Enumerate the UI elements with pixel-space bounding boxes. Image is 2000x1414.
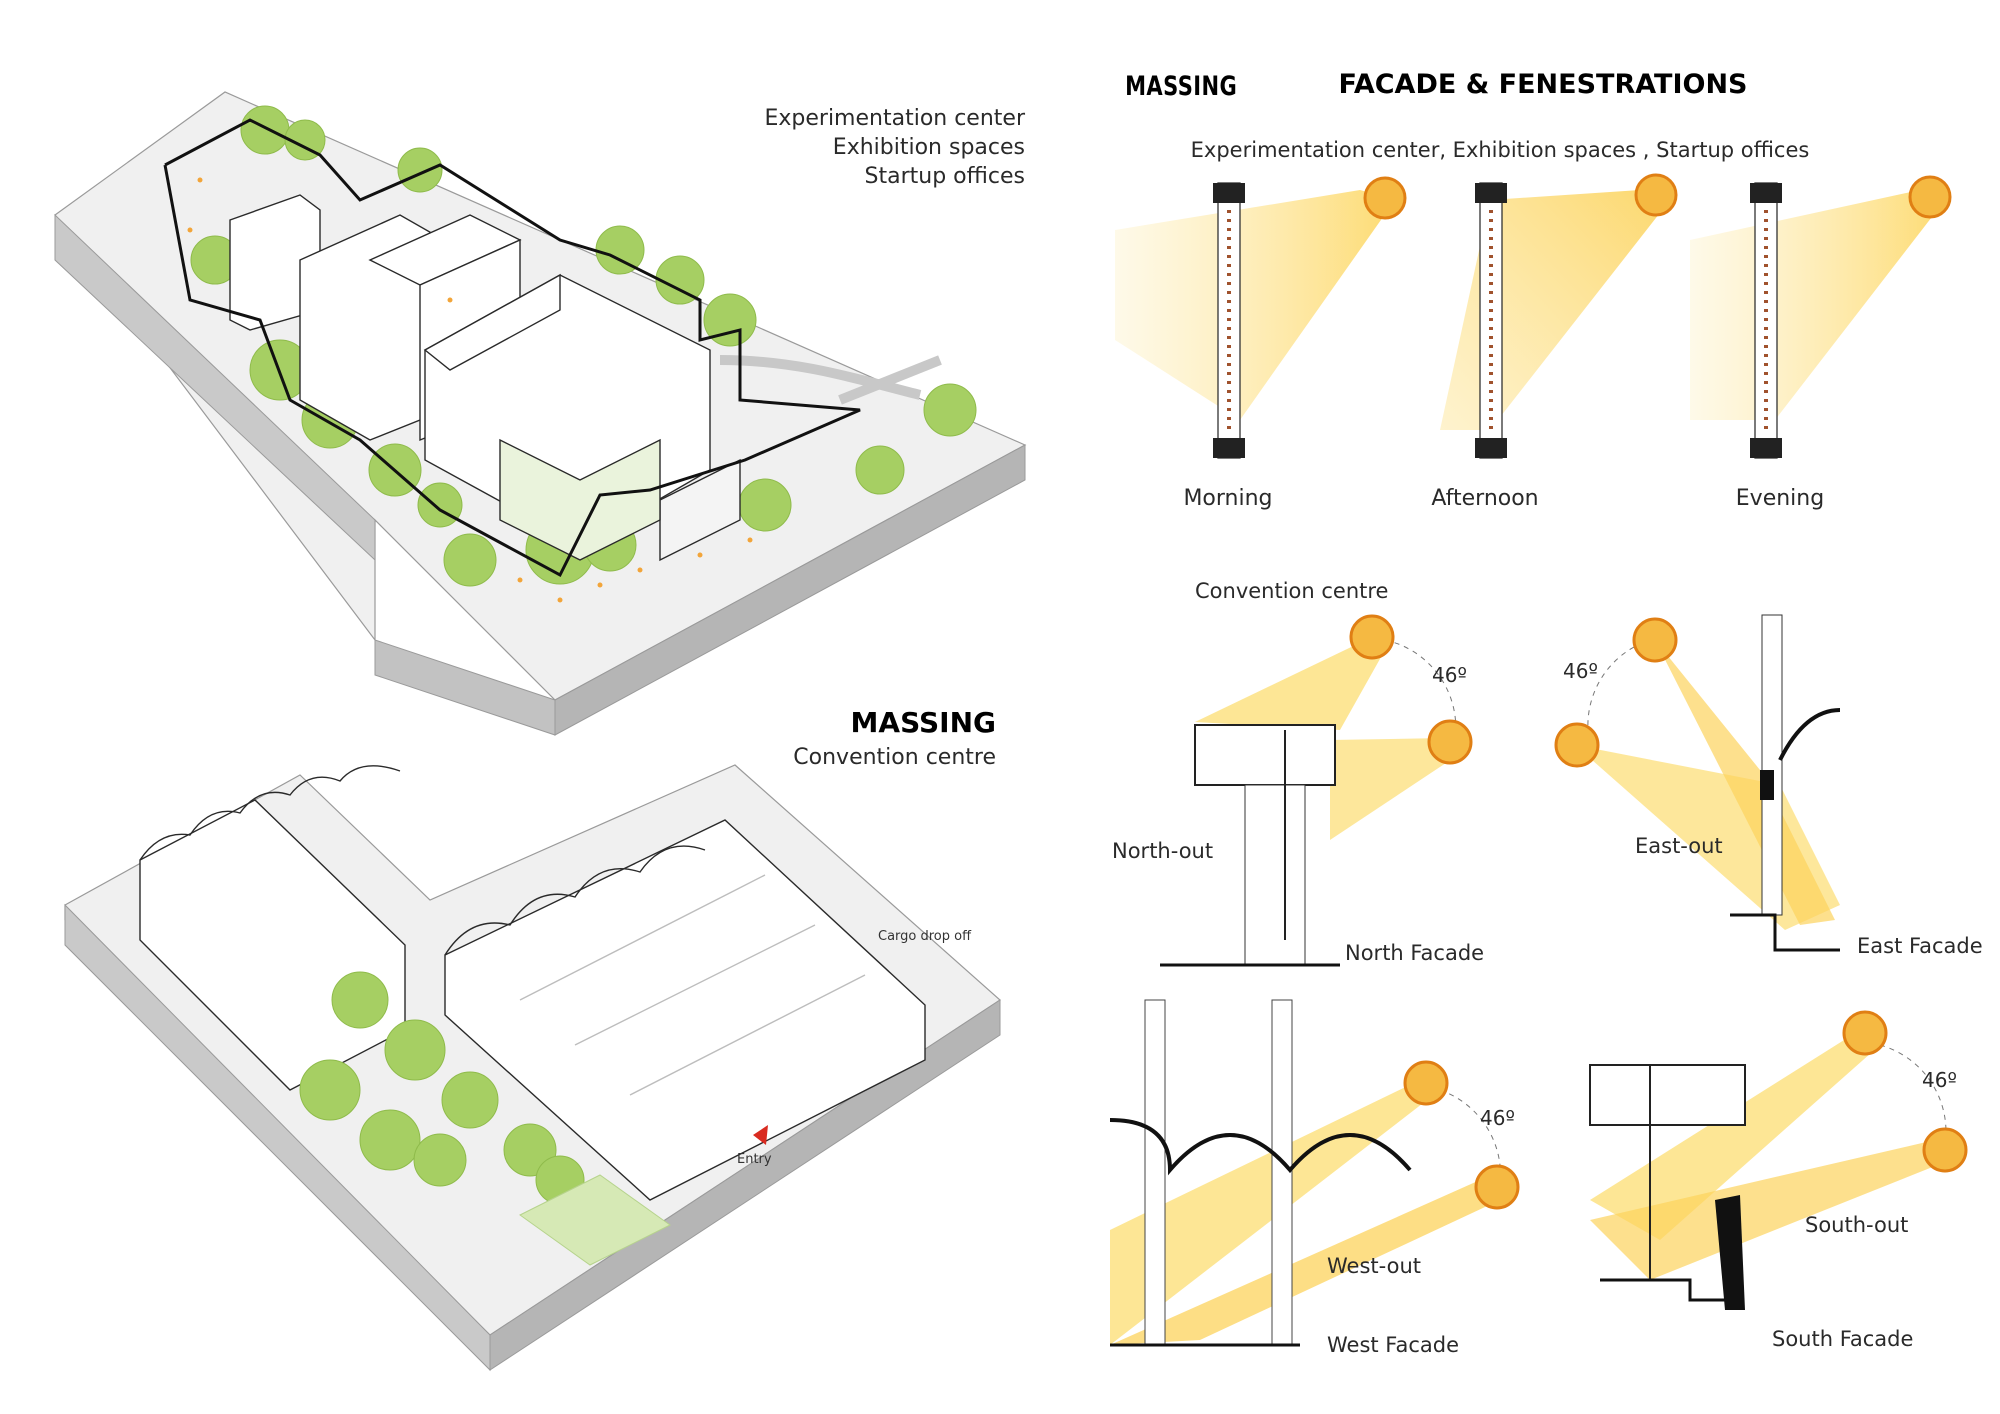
massing-top-line-3: Startup offices bbox=[865, 164, 1025, 189]
south-out-label: South-out bbox=[1805, 1213, 1908, 1237]
massing-axonometric-innovation bbox=[54, 91, 1027, 736]
cargo-drop-off-label: Cargo drop off bbox=[878, 929, 972, 944]
south-facade-label: South Facade bbox=[1772, 1327, 1913, 1351]
massing-top-line-1: Experimentation center bbox=[764, 106, 1025, 131]
facade-heading: FACADE & FENESTRATIONS bbox=[1339, 69, 1748, 100]
massing-bottom-heading: MASSING bbox=[851, 706, 996, 739]
north-out-label: North-out bbox=[1112, 839, 1213, 863]
angle-label-east: 46º bbox=[1563, 659, 1598, 683]
massing-axonometric-convention: Entry Cargo drop off bbox=[64, 764, 1001, 1372]
study-east bbox=[1554, 614, 1841, 952]
sun-icon bbox=[1363, 176, 1407, 220]
section-afternoon bbox=[1440, 173, 1678, 459]
time-label-afternoon: Afternoon bbox=[1431, 486, 1538, 511]
tree-cluster bbox=[299, 971, 585, 1205]
north-facade-label: North Facade bbox=[1345, 941, 1484, 965]
sun-icon bbox=[1632, 617, 1678, 663]
sun-icon bbox=[1634, 173, 1678, 217]
sun-icon bbox=[1403, 1060, 1449, 1106]
east-facade-label: East Facade bbox=[1857, 934, 1983, 958]
section-evening bbox=[1690, 175, 1952, 459]
tree-cluster bbox=[190, 105, 977, 587]
sun-icon bbox=[1349, 614, 1395, 660]
massing-top-line-2: Exhibition spaces bbox=[833, 135, 1025, 160]
angle-label-south: 46º bbox=[1922, 1068, 1957, 1092]
east-out-label: East-out bbox=[1635, 834, 1723, 858]
angle-label-west: 46º bbox=[1480, 1106, 1515, 1130]
text-labels: MASSING Experimentation center Exhibitio… bbox=[764, 69, 1982, 1357]
time-label-morning: Morning bbox=[1183, 486, 1272, 511]
sun-icon bbox=[1908, 175, 1952, 219]
convention-title: Convention centre bbox=[1195, 579, 1388, 603]
sun-icon bbox=[1427, 719, 1473, 765]
sun-icon bbox=[1474, 1164, 1520, 1210]
study-north bbox=[1160, 614, 1473, 967]
time-label-evening: Evening bbox=[1736, 486, 1824, 511]
angle-label-north: 46º bbox=[1432, 663, 1467, 687]
fenestration-sections bbox=[1115, 173, 1952, 459]
massing-bottom-line-1: Convention centre bbox=[793, 745, 996, 770]
section-morning bbox=[1115, 176, 1407, 459]
study-west bbox=[1109, 999, 1520, 1347]
sun-icon bbox=[1922, 1127, 1968, 1173]
west-out-label: West-out bbox=[1327, 1254, 1421, 1278]
study-south bbox=[1589, 1010, 1968, 1310]
sun-icon bbox=[1554, 722, 1600, 768]
west-facade-label: West Facade bbox=[1327, 1333, 1459, 1357]
sun-icon bbox=[1842, 1010, 1888, 1056]
entry-label: Entry bbox=[737, 1152, 772, 1167]
entry-marker-icon bbox=[753, 1125, 768, 1145]
massing-top-heading: MASSING bbox=[1125, 70, 1237, 101]
facade-subtitle: Experimentation center, Exhibition space… bbox=[1191, 138, 1810, 162]
